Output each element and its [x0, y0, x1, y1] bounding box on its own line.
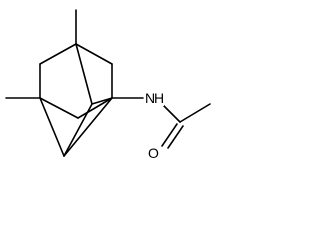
molecule-structure: N H O	[5, 9, 211, 162]
bond-nitrogen-to-carbonyl	[161, 103, 181, 123]
bond-cage-top-left	[39, 43, 77, 65]
bond-carbonyl-double-a	[161, 123, 178, 147]
bond-cage-top-right	[75, 43, 113, 65]
adamantane-cage	[39, 43, 113, 157]
bond-cage-top-back	[75, 43, 93, 105]
nitrogen-atom-label: N	[145, 90, 155, 106]
bond-cage-bottom-right	[63, 97, 113, 157]
nitrogen-label-background	[144, 88, 164, 106]
oxygen-label-background	[146, 144, 160, 162]
bond-carbonyl-double-b	[167, 125, 184, 149]
bond-cage-back-center	[77, 97, 113, 119]
oxygen-atom-label: O	[148, 145, 159, 161]
bond-cage-bottom-back	[63, 103, 93, 157]
bond-cage-right-lower	[91, 97, 113, 105]
bond-cage-left-lower	[39, 97, 65, 157]
bond-cage-left-back	[39, 97, 79, 119]
bond-carbonyl-methyl	[179, 103, 211, 123]
hydrogen-atom-label: H	[154, 90, 164, 106]
